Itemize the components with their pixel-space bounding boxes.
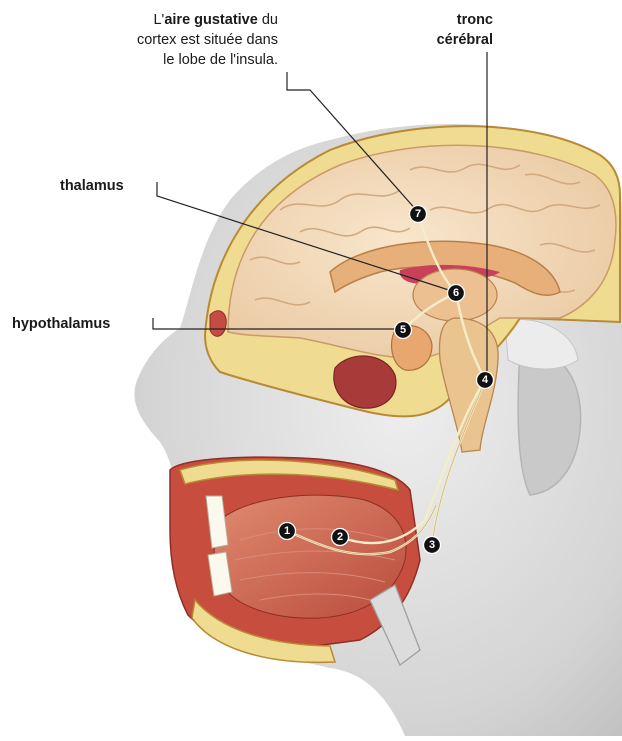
- aire-line-2: cortex est située dans: [60, 30, 278, 50]
- marker-7-number: 7: [415, 208, 421, 220]
- tronc-line-2: cérébral: [395, 30, 493, 50]
- aire-gustative-label: L'aire gustative du cortex est située da…: [60, 10, 278, 70]
- marker-3-number: 3: [429, 539, 435, 551]
- marker-4: 4: [477, 372, 494, 389]
- marker-1: 1: [279, 523, 296, 540]
- aire-line-1: L'aire gustative du: [60, 10, 278, 30]
- tronc-cerebral-label: tronc cérébral: [395, 10, 493, 50]
- marker-6: 6: [448, 285, 465, 302]
- marker-5-number: 5: [400, 324, 406, 336]
- marker-3: 3: [424, 537, 441, 554]
- marker-6-number: 6: [453, 287, 459, 299]
- frontal-sinus: [210, 311, 226, 337]
- hypothalamus-label: hypothalamus: [12, 314, 110, 334]
- marker-2-number: 2: [337, 531, 343, 543]
- aire-line-3: le lobe de l'insula.: [60, 50, 278, 70]
- marker-1-number: 1: [284, 525, 290, 537]
- marker-5: 5: [395, 322, 412, 339]
- marker-4-number: 4: [482, 374, 489, 386]
- thalamus-label: thalamus: [60, 176, 124, 196]
- aire-line-1-post: du: [258, 12, 278, 28]
- tronc-line-1: tronc: [395, 10, 493, 30]
- aire-line-1-pre: L': [153, 12, 164, 28]
- marker-2: 2: [332, 529, 349, 546]
- aire-line-1-bold: aire gustative: [164, 12, 258, 28]
- marker-7: 7: [410, 206, 427, 223]
